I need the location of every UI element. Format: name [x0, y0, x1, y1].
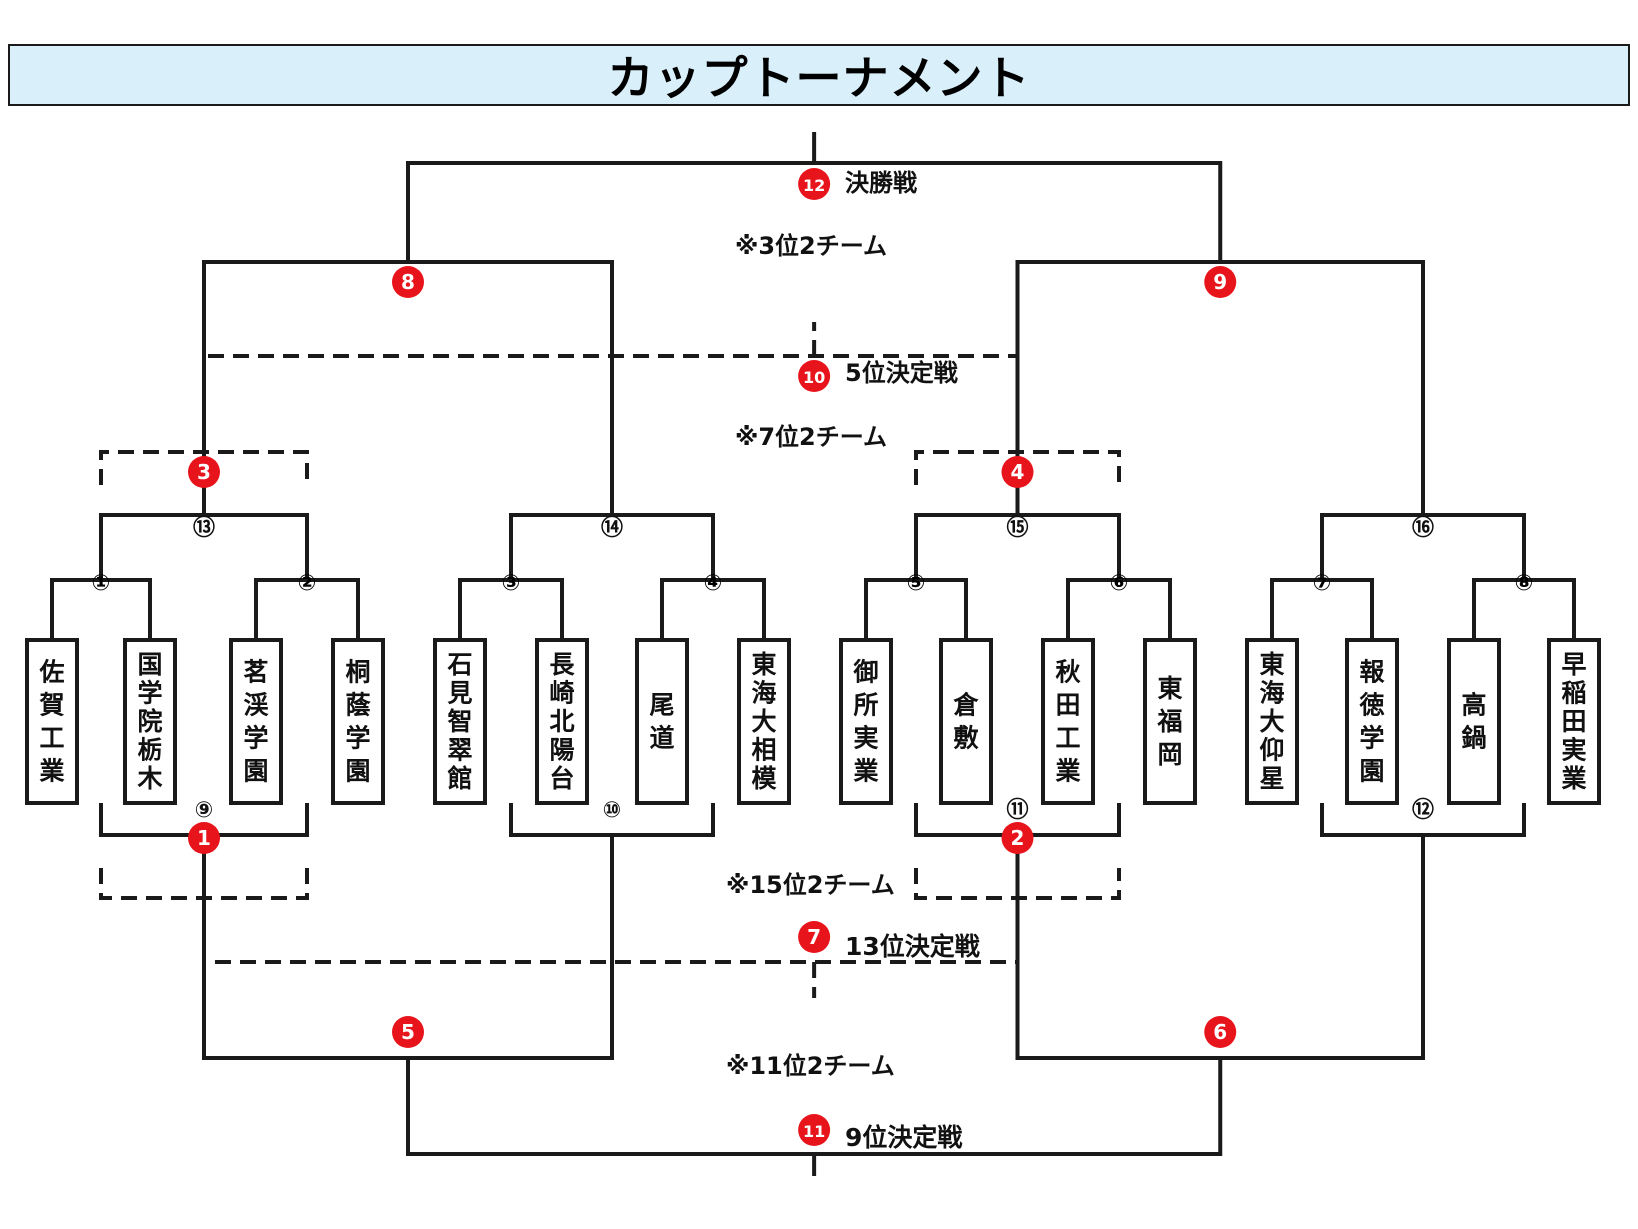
red-match-number: 4: [1011, 460, 1025, 484]
match-number-round1: ⑧: [1515, 571, 1534, 596]
match-number-round2: ⑯: [1412, 515, 1434, 541]
team-name: 東海大仰星: [1259, 650, 1284, 793]
red-match-number: 7: [807, 925, 821, 949]
team-name: 石見智翠館: [446, 650, 472, 793]
label-fifth: 5位決定戦: [845, 359, 958, 387]
team-name: 尾道: [649, 691, 674, 753]
label-thirteenth: 13位決定戦: [845, 932, 980, 961]
red-match-badge: [798, 360, 831, 392]
match-number-round2: ⑮: [1006, 515, 1028, 541]
label-third: ※3位2チーム: [735, 232, 887, 260]
title-banner: カップトーナメント: [8, 44, 1630, 106]
match-number-round2: ⑭: [601, 515, 623, 541]
red-match-number: 3: [197, 460, 211, 484]
red-match-badge: [188, 822, 220, 854]
red-match-badge: [1001, 456, 1034, 488]
red-match-badge: [188, 456, 220, 488]
match-number-lower: ⑩: [603, 798, 622, 823]
red-match-badge: [798, 168, 831, 200]
team-box: [535, 638, 589, 805]
match-number-round1: ③: [502, 571, 521, 596]
label-fifteenth: ※15位2チーム: [726, 871, 895, 899]
match-number-lower: ⑫: [1412, 797, 1434, 823]
page-title: カップトーナメント: [607, 51, 1031, 105]
team-box: [1447, 638, 1501, 805]
red-match-badge: [1204, 1016, 1237, 1048]
team-name: 東福岡: [1156, 674, 1182, 769]
team-box: [1041, 638, 1095, 805]
team-box: [25, 638, 79, 805]
red-match-number: 8: [401, 270, 415, 294]
match-number-lower: ⑨: [195, 798, 214, 823]
team-name: 国学院栃木: [136, 650, 162, 793]
team-name: 長崎北陽台: [549, 650, 575, 793]
team-box: [123, 638, 177, 805]
match-number-round2: ⑬: [193, 515, 215, 541]
team-box: [1143, 638, 1197, 805]
red-match-badge: [1001, 822, 1034, 854]
red-match-badge: [798, 921, 831, 953]
team-box: [737, 638, 791, 805]
red-match-number: 12: [803, 176, 825, 195]
team-box: [433, 638, 487, 805]
team-name: 御所実業: [852, 658, 878, 786]
team-name: 早稲田実業: [1561, 650, 1586, 793]
red-match-number: 10: [803, 368, 825, 387]
red-match-number: 11: [803, 1122, 825, 1141]
red-match-badge: [392, 266, 424, 298]
red-match-badge: [1204, 266, 1237, 298]
red-match-number: 6: [1213, 1020, 1227, 1044]
match-number-round1: ①: [92, 571, 111, 596]
match-number-round1: ②: [298, 571, 317, 596]
team-name: 桐蔭学園: [345, 658, 371, 786]
red-match-badge: [392, 1016, 424, 1048]
dashed-bracket-line-18: [202, 354, 1020, 452]
red-match-number: 9: [1213, 270, 1227, 294]
team-name: 倉敷: [952, 691, 979, 753]
label-ninth: 9位決定戦: [845, 1123, 962, 1152]
match-number-round1: ④: [704, 571, 723, 596]
bracket-line-13: [1015, 260, 1425, 515]
team-name: 報徳学園: [1358, 658, 1385, 786]
team-name: 高鍋: [1461, 691, 1486, 753]
team-name: 佐賀工業: [38, 658, 64, 786]
red-match-number: 1: [197, 826, 211, 850]
team-box: [635, 638, 689, 805]
team-box: [331, 638, 385, 805]
red-match-badge: [798, 1114, 831, 1146]
team-box: [939, 638, 993, 805]
label-seventh: ※7位2チーム: [735, 423, 887, 451]
team-box: [1547, 638, 1601, 805]
match-number-round1: ⑦: [1313, 571, 1332, 596]
team-box: [839, 638, 893, 805]
label-final: 決勝戦: [845, 169, 917, 197]
match-number-round1: ⑥: [1110, 571, 1129, 596]
match-number-lower: ⑪: [1006, 797, 1028, 823]
team-box: [1345, 638, 1399, 805]
red-match-number: 5: [401, 1020, 415, 1044]
match-number-round1: ⑤: [907, 571, 926, 596]
red-match-number: 2: [1011, 826, 1025, 850]
team-box: [1245, 638, 1299, 805]
team-name: 東海大相模: [751, 650, 777, 793]
bracket-line-12: [202, 260, 614, 515]
team-name: 秋田工業: [1055, 658, 1081, 786]
label-eleventh: ※11位2チーム: [726, 1052, 895, 1080]
team-box: [229, 638, 283, 805]
team-name: 茗渓学園: [243, 658, 269, 786]
